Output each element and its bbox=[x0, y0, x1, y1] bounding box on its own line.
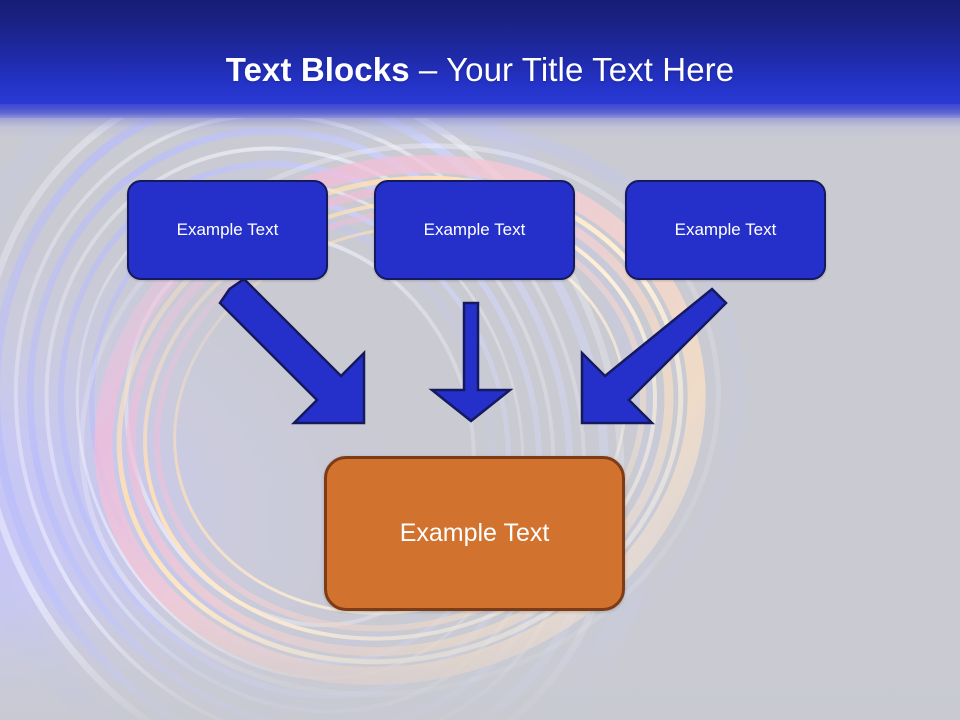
page-title: Text Blocks – Your Title Text Here bbox=[0, 50, 960, 90]
page-title-light: Your Title Text Here bbox=[446, 51, 735, 88]
text-block-result[interactable]: Example Text bbox=[324, 456, 625, 611]
text-block-result-label: Example Text bbox=[399, 519, 550, 547]
page-title-bold: Text Blocks bbox=[225, 51, 410, 88]
text-block-1-label: Example Text bbox=[176, 220, 279, 239]
page-title-separator: – bbox=[409, 51, 447, 88]
text-block-3-label: Example Text bbox=[674, 220, 777, 239]
text-block-1[interactable]: Example Text bbox=[127, 180, 328, 280]
text-block-2-label: Example Text bbox=[423, 220, 526, 239]
slide-header-banner bbox=[0, 0, 960, 118]
text-block-3[interactable]: Example Text bbox=[625, 180, 826, 280]
text-block-2[interactable]: Example Text bbox=[374, 180, 575, 280]
